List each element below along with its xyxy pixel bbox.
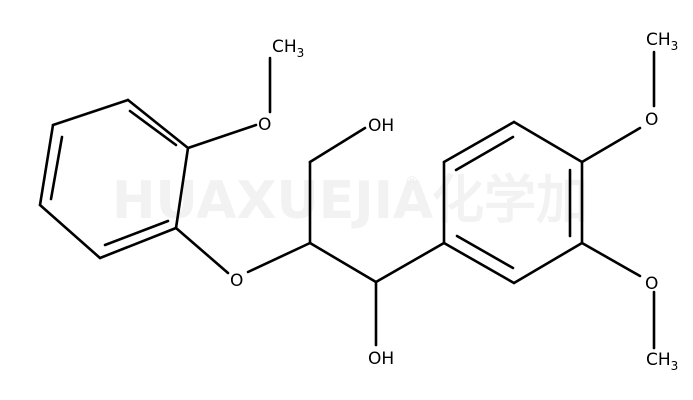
bond (308, 241, 378, 284)
left-benzene-ring (38, 98, 190, 260)
bond (174, 226, 230, 275)
bond (98, 226, 178, 260)
bond (308, 126, 367, 164)
right-benzene-ring (442, 120, 584, 285)
bond (512, 241, 584, 285)
double-bond-inner (128, 109, 178, 147)
bond (126, 98, 190, 150)
double-bond-inner (49, 135, 64, 201)
bond (580, 126, 642, 164)
hydroxyl-label-secondary: OH (368, 349, 394, 369)
bond (442, 241, 516, 285)
watermark-latin: HUAXUEJIA (112, 171, 433, 231)
double-bond-inner (454, 135, 515, 172)
methyl-label-top-left: CH3 (272, 37, 304, 60)
bond (38, 203, 102, 260)
oxygen-label-methoxy-left: O (258, 115, 271, 135)
bond (580, 241, 642, 278)
watermark-chinese: 化学加 (432, 171, 588, 231)
bond (374, 241, 446, 284)
atom-labels: CH3 O O OH OH CH3 O O CH3 (230, 30, 678, 373)
bond (512, 120, 584, 164)
bond (174, 146, 190, 230)
oxygen-label-ether: O (230, 271, 243, 291)
bond (38, 123, 55, 207)
watermark-registered: ® (405, 174, 419, 190)
bond (442, 120, 516, 164)
methyl-label-right-bottom: CH3 (646, 350, 678, 373)
hydroxyl-label-primary: OH (368, 116, 394, 136)
methyl-label-right-top: CH3 (646, 30, 678, 53)
bond (51, 98, 130, 127)
oxygen-label-methoxy-right-top: O (645, 110, 658, 130)
bond (246, 241, 312, 274)
bond (186, 123, 258, 150)
double-bond-inner (455, 234, 515, 270)
double-bond-inner (103, 219, 170, 247)
oxygen-label-methoxy-right-bottom: O (645, 274, 658, 294)
